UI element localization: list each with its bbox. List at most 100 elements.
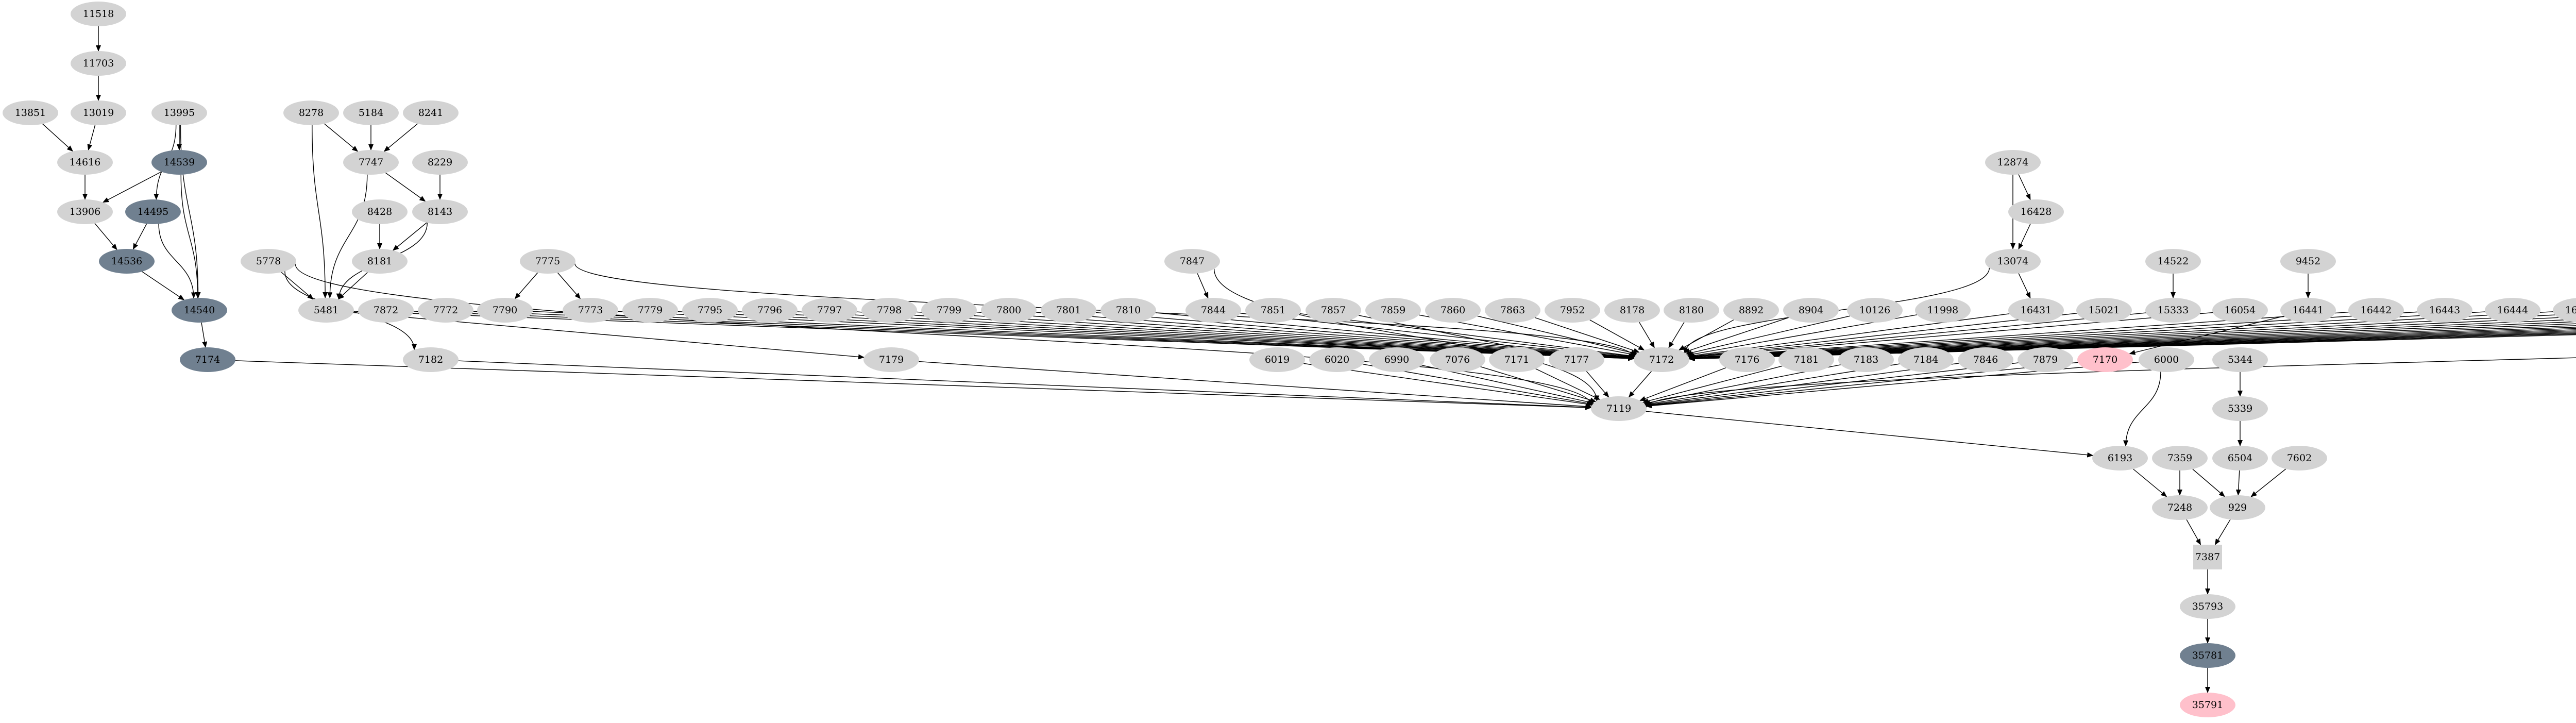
graph-node-7183[interactable]: 7183 bbox=[1838, 347, 1894, 372]
graph-node-7184[interactable]: 7184 bbox=[1898, 347, 1954, 372]
graph-node-6020[interactable]: 6020 bbox=[1309, 347, 1365, 372]
graph-node-16441[interactable]: 16441 bbox=[2280, 298, 2336, 323]
graph-node-7176[interactable]: 7176 bbox=[1719, 347, 1775, 372]
graph-node-16442[interactable]: 16442 bbox=[2348, 298, 2404, 323]
graph-node-7790[interactable]: 7790 bbox=[477, 298, 533, 323]
graph-node-5778[interactable]: 5778 bbox=[241, 249, 296, 274]
graph-node-7172[interactable]: 7172 bbox=[1634, 347, 1689, 372]
graph-node-7798[interactable]: 7798 bbox=[861, 298, 917, 323]
graph-node-7182[interactable]: 7182 bbox=[403, 347, 459, 372]
graph-node-16054[interactable]: 16054 bbox=[2212, 298, 2268, 323]
graph-node-7879[interactable]: 7879 bbox=[2018, 347, 2073, 372]
graph-node-8181[interactable]: 8181 bbox=[352, 249, 408, 274]
graph-node-7810[interactable]: 7810 bbox=[1100, 298, 1156, 323]
graph-node-7359[interactable]: 7359 bbox=[2152, 446, 2208, 470]
graph-node-7796[interactable]: 7796 bbox=[742, 298, 798, 323]
graph-node-5339[interactable]: 5339 bbox=[2212, 396, 2268, 421]
graph-node-929[interactable]: 929 bbox=[2210, 495, 2265, 520]
graph-node-9452[interactable]: 9452 bbox=[2280, 249, 2336, 274]
graph-node-11998[interactable]: 11998 bbox=[1915, 298, 1971, 323]
graph-node-7860[interactable]: 7860 bbox=[1425, 298, 1481, 323]
graph-node-11518[interactable]: 11518 bbox=[71, 2, 126, 26]
graph-node-12874[interactable]: 12874 bbox=[1985, 150, 2041, 175]
graph-node-7775[interactable]: 7775 bbox=[520, 249, 575, 274]
graph-node-7872[interactable]: 7872 bbox=[358, 298, 414, 323]
graph-node-7171[interactable]: 7171 bbox=[1489, 347, 1545, 372]
graph-node-13906[interactable]: 13906 bbox=[57, 199, 113, 224]
graph-node-5184[interactable]: 5184 bbox=[343, 100, 399, 125]
graph-node-16444[interactable]: 16444 bbox=[2485, 298, 2540, 323]
graph-node-8143[interactable]: 8143 bbox=[412, 199, 468, 224]
graph-node-16443[interactable]: 16443 bbox=[2417, 298, 2472, 323]
graph-node-16428[interactable]: 16428 bbox=[2008, 199, 2064, 224]
graph-node-7857[interactable]: 7857 bbox=[1306, 298, 1361, 323]
graph-node-8180[interactable]: 8180 bbox=[1664, 298, 1719, 323]
graph-node-7863[interactable]: 7863 bbox=[1485, 298, 1540, 323]
graph-node-13074[interactable]: 13074 bbox=[1985, 249, 2041, 274]
graph-node-7799[interactable]: 7799 bbox=[921, 298, 977, 323]
graph-node-16431[interactable]: 16431 bbox=[2008, 298, 2064, 323]
graph-node-7119[interactable]: 7119 bbox=[1591, 396, 1647, 421]
graph-node-13995[interactable]: 13995 bbox=[151, 100, 207, 125]
node-label: 5339 bbox=[2228, 403, 2252, 414]
graph-node-5481[interactable]: 5481 bbox=[298, 298, 354, 323]
graph-node-35791[interactable]: 35791 bbox=[2180, 693, 2235, 717]
graph-node-7800[interactable]: 7800 bbox=[981, 298, 1037, 323]
graph-node-8278[interactable]: 8278 bbox=[283, 100, 339, 125]
graph-node-35781[interactable]: 35781 bbox=[2180, 643, 2235, 668]
graph-node-7779[interactable]: 7779 bbox=[622, 298, 678, 323]
graph-node-15021[interactable]: 15021 bbox=[2076, 298, 2132, 323]
graph-node-7772[interactable]: 7772 bbox=[418, 298, 473, 323]
graph-node-7076[interactable]: 7076 bbox=[1430, 347, 1485, 372]
graph-node-7797[interactable]: 7797 bbox=[802, 298, 857, 323]
graph-node-11703[interactable]: 11703 bbox=[71, 51, 126, 76]
edge-6000-to-7119 bbox=[1645, 362, 2140, 409]
graph-node-14540[interactable]: 14540 bbox=[172, 298, 227, 323]
graph-node-13019[interactable]: 13019 bbox=[71, 100, 126, 125]
graph-node-16518[interactable]: 16518 bbox=[2553, 298, 2576, 323]
graph-node-10126[interactable]: 10126 bbox=[1847, 298, 1903, 323]
graph-node-7851[interactable]: 7851 bbox=[1245, 298, 1301, 323]
graph-node-7177[interactable]: 7177 bbox=[1549, 347, 1604, 372]
graph-node-7773[interactable]: 7773 bbox=[563, 298, 618, 323]
graph-node-6019[interactable]: 6019 bbox=[1249, 347, 1305, 372]
graph-node-14495[interactable]: 14495 bbox=[125, 199, 181, 224]
graph-node-6000[interactable]: 6000 bbox=[2139, 347, 2194, 372]
graph-node-8229[interactable]: 8229 bbox=[412, 150, 468, 175]
graph-node-8904[interactable]: 8904 bbox=[1783, 298, 1839, 323]
graph-node-14539[interactable]: 14539 bbox=[151, 150, 207, 175]
graph-node-7602[interactable]: 7602 bbox=[2272, 446, 2327, 470]
graph-node-7747[interactable]: 7747 bbox=[343, 150, 399, 175]
graph-node-7387[interactable]: 7387 bbox=[2193, 545, 2222, 569]
graph-node-6990[interactable]: 6990 bbox=[1369, 347, 1425, 372]
graph-node-5344[interactable]: 5344 bbox=[2212, 347, 2268, 372]
ellipse-node-shape bbox=[861, 298, 917, 323]
graph-node-14522[interactable]: 14522 bbox=[2145, 249, 2201, 274]
graph-node-8892[interactable]: 8892 bbox=[1723, 298, 1779, 323]
node-label: 7810 bbox=[1116, 305, 1141, 316]
graph-node-7179[interactable]: 7179 bbox=[863, 347, 919, 372]
graph-node-7859[interactable]: 7859 bbox=[1365, 298, 1421, 323]
graph-node-8241[interactable]: 8241 bbox=[403, 100, 459, 125]
graph-node-6504[interactable]: 6504 bbox=[2212, 446, 2268, 470]
graph-node-7847[interactable]: 7847 bbox=[1164, 249, 1220, 274]
graph-node-8178[interactable]: 8178 bbox=[1604, 298, 1660, 323]
graph-node-7844[interactable]: 7844 bbox=[1185, 298, 1241, 323]
graph-node-7181[interactable]: 7181 bbox=[1778, 347, 1834, 372]
graph-node-7846[interactable]: 7846 bbox=[1958, 347, 2013, 372]
graph-node-13851[interactable]: 13851 bbox=[3, 100, 58, 125]
graph-node-7174[interactable]: 7174 bbox=[180, 347, 235, 372]
graph-node-14536[interactable]: 14536 bbox=[99, 249, 155, 274]
node-label: 7800 bbox=[996, 305, 1021, 316]
graph-node-7170[interactable]: 7170 bbox=[2077, 347, 2133, 372]
graph-node-7795[interactable]: 7795 bbox=[682, 298, 738, 323]
graph-node-35793[interactable]: 35793 bbox=[2180, 594, 2235, 619]
graph-node-7801[interactable]: 7801 bbox=[1041, 298, 1096, 323]
graph-node-7248[interactable]: 7248 bbox=[2152, 495, 2208, 520]
graph-node-8428[interactable]: 8428 bbox=[352, 199, 408, 224]
graph-node-6193[interactable]: 6193 bbox=[2092, 446, 2148, 470]
ellipse-node-shape bbox=[2018, 347, 2073, 372]
graph-node-15333[interactable]: 15333 bbox=[2145, 298, 2201, 323]
graph-node-14616[interactable]: 14616 bbox=[57, 150, 113, 175]
graph-node-7952[interactable]: 7952 bbox=[1545, 298, 1600, 323]
